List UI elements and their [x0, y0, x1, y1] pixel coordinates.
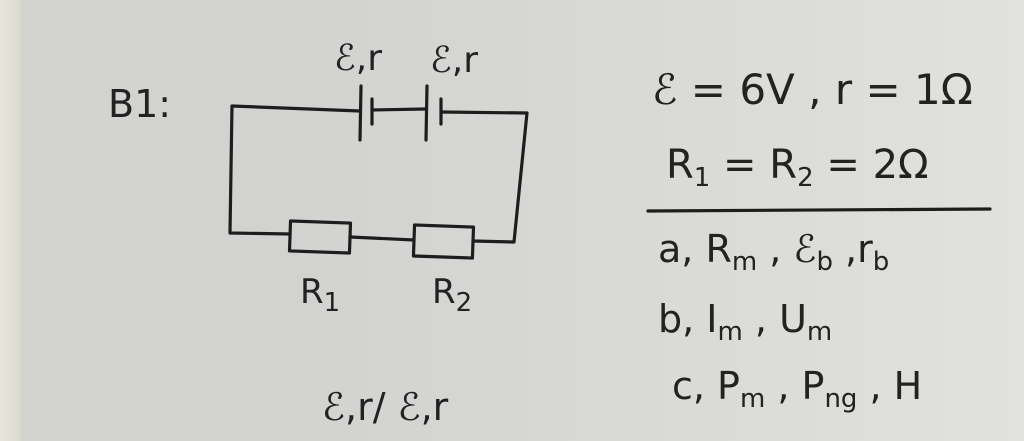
question-b: b, Im , Um: [658, 297, 832, 347]
resistor-1: [287, 219, 353, 255]
resistor-label-2: R2: [432, 272, 472, 318]
resistor-label-1: R1: [300, 272, 340, 318]
circuit-note: ℰ,r/ ℰ,r: [322, 385, 449, 429]
circuit-diagram: [228, 84, 529, 260]
problem-label: B1:: [108, 82, 171, 126]
resistor-2: [411, 223, 476, 260]
given-line-2: R1 = R2 = 2Ω: [666, 142, 929, 193]
battery-label-2: ℰ,r: [430, 40, 478, 81]
battery-cell-1: [358, 84, 374, 142]
divider-line: [646, 207, 992, 213]
battery-label-1: ℰ,r: [334, 38, 382, 79]
circuit-wire: [228, 104, 529, 244]
question-c: c, Pm , Png , H: [672, 364, 922, 414]
given-line-1: ℰ = 6V , r = 1Ω: [652, 65, 973, 114]
question-a: a, Rm , ℰb ,rb: [658, 227, 889, 277]
battery-cell-2: [424, 84, 443, 142]
